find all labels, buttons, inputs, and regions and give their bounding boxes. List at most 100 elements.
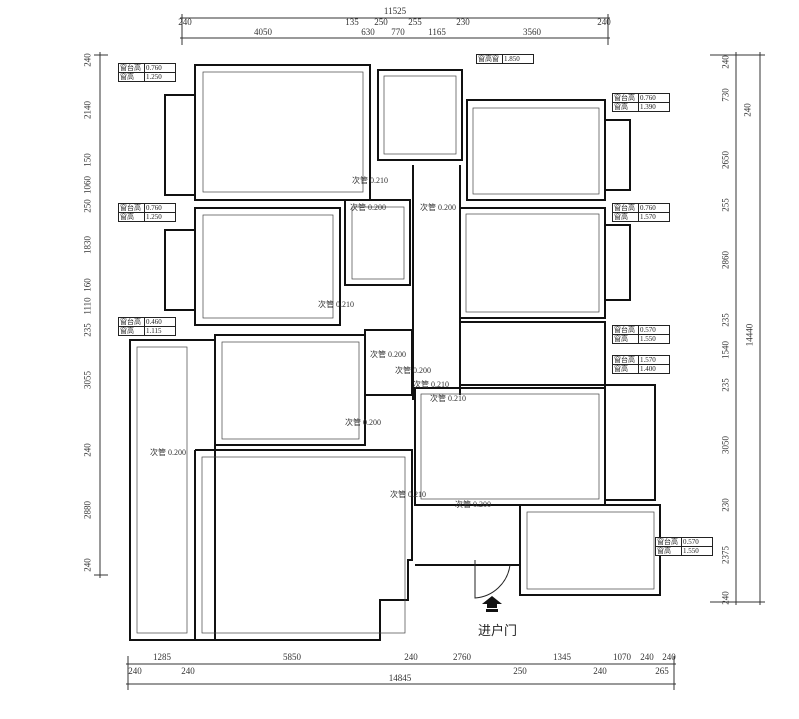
dimension-bottom: 1285 [153,652,171,662]
window-spec-height: 1.250 [146,73,162,81]
window-spec-height-label: 窗高 [613,213,639,221]
entry-hall [415,504,521,566]
window-spec-height-label: 窗高 [613,103,639,111]
bedroom-top-right [466,99,606,201]
dimension-bottom: 240 [181,666,195,676]
dimension-left: 1830 [82,236,93,254]
dimension-top-total: 11525 [383,6,407,16]
dimension-left: 1060 [82,176,93,194]
balcony-left [129,339,216,641]
dimension-right: 235 [720,378,731,392]
floor-level-label: 次管 0.210 [390,490,426,499]
dimension-bottom: 250 [513,666,527,676]
window-spec-sill: 0.760 [639,94,669,103]
dimension-left: 150 [82,153,93,167]
dimension-top: 3560 [523,27,541,37]
entry-arrow-bar [486,609,498,612]
dining-room [414,387,606,506]
dimension-right: 2375 [720,546,731,564]
dimension-top: 135 [345,17,359,27]
dimension-bottom: 5850 [283,652,301,662]
dimension-bottom-total: 14845 [388,673,412,683]
dimension-lines [94,14,765,690]
window-spec-sill-label: 窗台高 [119,318,145,327]
entry-door-swing [474,560,511,599]
dimension-bottom: 265 [655,666,669,676]
floor-level-label: 次管 0.200 [345,418,381,427]
floor-level-label: 次管 0.210 [352,176,388,185]
dimension-bottom: 240 [662,652,676,662]
dimension-right: 230 [720,498,731,512]
window-spec-height-label: 窗高 [613,335,639,343]
dimension-bottom: 2760 [453,652,471,662]
window-spec-height-label: 窗高 [119,213,145,221]
dimension-right-total: 14440 [744,323,755,347]
dimension-right: 3050 [720,436,731,454]
floor-level-label: 次管 0.200 [455,500,491,509]
window-spec-height: 1.115 [146,327,162,335]
bedroom-middle-left [194,207,341,326]
study [214,334,366,446]
dimension-right: 730 [720,88,731,102]
dimension-bottom: 240 [640,652,654,662]
window-spec-sill: 0.570 [639,326,669,335]
window-spec-height-label: 窗高 [613,365,639,373]
bedroom-top-left [194,64,371,201]
window-spec-height: 1.550 [640,335,656,343]
balcony-right [604,384,656,501]
bathroom-right [459,321,606,386]
kitchen [519,504,661,596]
window-spec-sill-label: 窗台高 [656,538,682,547]
dimension-top: 630 [361,27,375,37]
window-spec-height-label: 窗高 [656,547,682,555]
floor-level-label: 次管 0.200 [350,203,386,212]
window-spec-height: 1.550 [683,547,699,555]
floor-level-label: 次管 0.210 [318,300,354,309]
floor-level-label: 次管 0.200 [420,203,456,212]
dimension-right: 240 [720,55,731,69]
window-spec-sill: 0.760 [145,64,175,73]
window-spec-sill: 0.760 [639,204,669,213]
window-spec-height: 1.390 [640,103,656,111]
dimension-left: 240 [82,53,93,67]
dimension-right: 1540 [720,341,731,359]
floor-level-label: 次管 0.200 [370,350,406,359]
window-spec-sill-label: 窗台高 [613,356,639,365]
window-spec-sill: 0.760 [145,204,175,213]
dimension-top: 255 [408,17,422,27]
window-spec-sill-label: 窗台高 [119,64,145,73]
dimension-right: 240 [720,591,731,605]
dimension-left: 250 [82,199,93,213]
dimension-bottom: 1070 [613,652,631,662]
entry-arrow-icon [482,596,502,608]
dimension-top: 240 [178,17,192,27]
dimension-right: 255 [720,198,731,212]
bedroom-middle-right [459,207,606,319]
window-spec-height-label: 窗高 [119,73,145,81]
dimension-right: 2650 [720,151,731,169]
window-spec-sill-label: 窗台高 [613,326,639,335]
dimension-right: 2860 [720,251,731,269]
window-spec-sill: 1.570 [639,356,669,365]
floor-level-label: 次管 0.200 [395,366,431,375]
dimension-left: 160 [82,278,93,292]
storage [364,329,413,396]
window-spec-height: 1.570 [640,213,656,221]
floor-level-label: 次管 0.200 [150,448,186,457]
window-spec-height-label: 窗高 [119,327,145,335]
entry-door-label: 进户门 [478,624,518,639]
living-room [194,449,413,641]
dimension-top: 4050 [254,27,272,37]
dimension-top: 230 [456,17,470,27]
top-window-spec-label: 窗高窗 [477,55,503,63]
dimension-bottom: 240 [404,652,418,662]
